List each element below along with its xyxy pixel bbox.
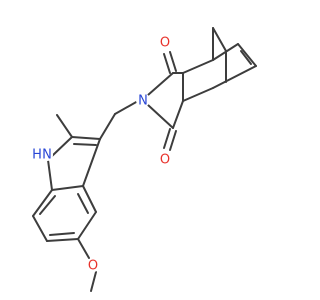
bond-c2i-methyl	[56, 114, 73, 138]
bond-c3a-c4	[182, 59, 214, 74]
bond-c3a-c7ai	[51, 185, 84, 191]
bond-c4i-c5i	[77, 211, 97, 240]
structure-svg: O O N H N O	[30, 27, 257, 292]
bond-c2-o-b	[169, 130, 177, 151]
bond-c3-c3a	[82, 138, 101, 187]
molecule-diagram: O O N H N O	[30, 27, 257, 292]
atom-labels: O O N H N O	[30, 35, 172, 274]
bond-c6-c7	[212, 65, 257, 89]
bond-c3-c2i-double	[73, 143, 97, 146]
bond-bridge-c7	[212, 27, 227, 52]
bond-c5-c6	[237, 43, 257, 67]
bond-c1-n	[147, 72, 174, 96]
bond-c5i-c6i-double	[49, 232, 75, 236]
bond-c7a-c7	[182, 87, 214, 102]
bond-c3a-c4i	[82, 185, 97, 213]
bond-c6i-c7i	[32, 215, 48, 242]
bond-c7a-c2	[172, 100, 184, 129]
bond-n-c2	[147, 104, 174, 129]
bond-n1-c7a	[47, 159, 53, 191]
bond-c5i-c6i	[46, 238, 79, 242]
bond-c7i-c7ai-double	[39, 195, 56, 215]
carbonyl-oxygen-top: O	[160, 36, 170, 51]
bond-n-ch2	[114, 100, 139, 115]
bond-c1-o-b	[169, 51, 177, 72]
imide-nitrogen: N	[138, 94, 148, 109]
bond-c2-o-a	[163, 128, 171, 149]
bond-c3-c2i	[71, 136, 101, 140]
bonds	[32, 27, 257, 292]
bond-c7i-c7ai	[32, 189, 53, 217]
indole-nitrogen: N	[42, 148, 52, 163]
bond-ch2-ch2	[99, 113, 116, 140]
bond-c3a-c4i-double	[77, 193, 89, 214]
bond-o-ch3	[90, 271, 97, 292]
methoxy-oxygen: O	[88, 259, 98, 274]
bond-c2i-n1	[51, 136, 73, 157]
bond-c5i-o	[77, 238, 90, 259]
carbonyl-oxygen-bottom: O	[160, 153, 170, 168]
bond-c5-c6-double	[240, 50, 252, 65]
indole-nh-hydrogen: H	[32, 148, 42, 163]
bond-c1-o-a	[163, 53, 171, 74]
